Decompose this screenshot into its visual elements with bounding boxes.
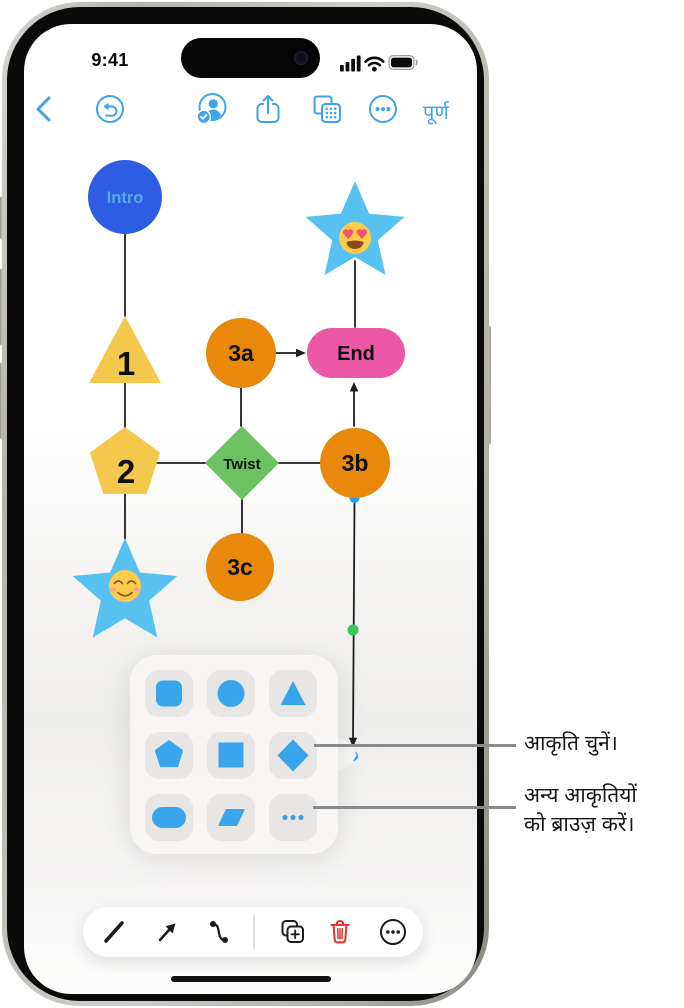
status-icons	[340, 54, 418, 72]
connector-mid-handle[interactable]	[347, 624, 359, 636]
more-shapes-dot	[298, 814, 304, 821]
undo-icon	[96, 95, 124, 123]
node-intro-label: Intro	[107, 189, 144, 207]
boards-button[interactable]	[310, 92, 344, 126]
battery-icon	[388, 54, 418, 71]
home-indicator[interactable]	[171, 976, 331, 982]
wifi-dot	[372, 66, 377, 72]
more-button[interactable]	[366, 92, 400, 126]
toolbar-divider	[253, 915, 255, 949]
callout-line-choose-shape	[314, 744, 516, 747]
arrow-tool-button[interactable]	[153, 917, 183, 947]
square-glyph	[218, 742, 244, 768]
node-3b-label: 3b	[342, 450, 369, 476]
undo-button[interactable]	[93, 92, 127, 126]
wifi-icon	[364, 56, 385, 67]
rounded-square-glyph	[156, 680, 182, 707]
cellular-icon	[340, 55, 361, 72]
arrow-icon	[158, 923, 176, 942]
line-icon	[104, 921, 124, 943]
circle-glyph	[217, 680, 245, 707]
pentagon-glyph	[154, 740, 184, 768]
status-time: 9:41	[91, 50, 129, 70]
node-twist-label: Twist	[223, 456, 260, 473]
arrowhead-3a-end	[296, 348, 306, 358]
node-3a-label: 3a	[228, 340, 254, 366]
relaxed-face-emoji	[109, 570, 141, 602]
share-icon	[256, 95, 280, 123]
node-step1-triangle[interactable]	[89, 316, 161, 383]
line-tool-button[interactable]	[100, 917, 130, 947]
parallelogram-glyph	[218, 809, 245, 826]
callout-line-browse-shapes	[313, 806, 516, 809]
trash-icon	[330, 920, 350, 944]
node-3a-circle[interactable]	[206, 318, 276, 388]
back-button[interactable]	[27, 92, 61, 126]
callout-browse-shapes: अन्य आकृतियों को ब्राउज़ करें।	[524, 781, 637, 839]
duplicate-icon	[281, 920, 304, 943]
iphone-screen: 9:41	[24, 24, 477, 994]
node-3c-label: 3c	[227, 554, 253, 580]
freeform-canvas[interactable]: Intro 1 3a	[24, 24, 477, 994]
done-button[interactable]: पूर्ण	[423, 102, 449, 124]
dynamic-island	[181, 38, 320, 78]
collaborate-icon	[196, 93, 227, 125]
flowchart-edges	[124, 233, 356, 540]
node-step1-label: 1	[117, 345, 135, 382]
iphone-bezel: 9:41	[7, 7, 484, 1001]
duplicate-button[interactable]	[277, 917, 307, 947]
node-step2-pentagon[interactable]	[89, 427, 161, 494]
more-icon	[369, 95, 397, 123]
arrowhead-3b-end	[349, 382, 359, 392]
iphone-frame: 9:41	[2, 2, 489, 1006]
front-camera	[294, 51, 308, 65]
node-end-label: End	[337, 343, 375, 365]
diamond-glyph	[277, 739, 309, 772]
callout-browse-shapes-line2: को ब्राउज़ करें।	[524, 813, 635, 836]
node-3b-circle[interactable]	[320, 428, 390, 498]
more-shapes-dot	[282, 814, 288, 821]
connector-icon	[210, 921, 228, 943]
selected-connector[interactable]	[347, 493, 360, 761]
shape-picker-glyphs	[152, 680, 309, 828]
node-step2-label: 2	[117, 453, 135, 490]
callout-browse-shapes-line1: अन्य आकृतियों	[524, 784, 637, 807]
more-tools-icon	[380, 919, 406, 945]
more-shapes-dot	[290, 814, 296, 821]
node-3c-circle[interactable]	[206, 533, 274, 601]
triangle-glyph	[280, 681, 306, 705]
more-tools-button[interactable]	[378, 917, 408, 947]
share-button[interactable]	[251, 92, 285, 126]
back-chevron-icon	[36, 96, 51, 122]
bottom-toolbar	[83, 907, 423, 957]
node-end-pill[interactable]	[307, 328, 405, 378]
heart-eyes-emoji	[339, 222, 371, 254]
arrowhead-connector	[348, 737, 358, 747]
node-twist-diamond[interactable]	[205, 426, 279, 500]
oval-glyph	[152, 807, 186, 828]
boards-icon	[313, 95, 341, 123]
node-intro-circle[interactable]	[88, 160, 162, 234]
connector-tool-button[interactable]	[205, 917, 235, 947]
shape-picker-popup	[130, 655, 357, 854]
callout-choose-shape: आकृति चुनें।	[524, 732, 618, 755]
delete-button[interactable]	[326, 917, 356, 947]
collaborate-button[interactable]	[195, 92, 229, 126]
